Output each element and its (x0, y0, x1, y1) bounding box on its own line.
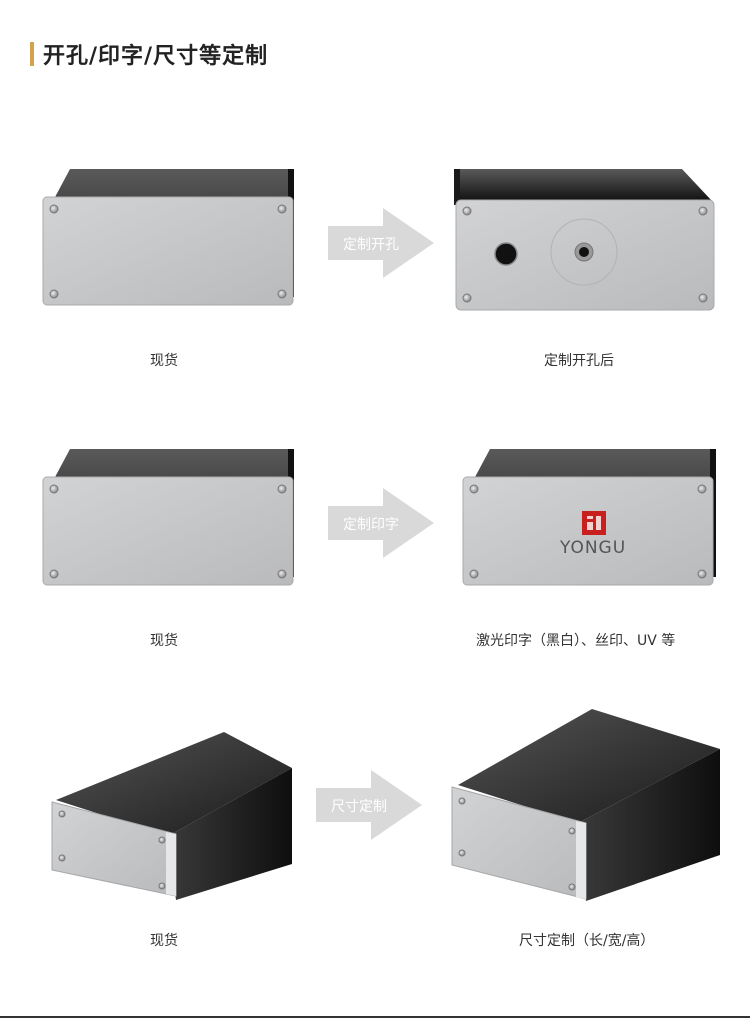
right-caption: 尺寸定制（长/宽/高） (519, 933, 655, 949)
arrow-right-icon (316, 770, 422, 840)
custom-size-enclosure-image (451, 709, 720, 901)
page-title: 开孔/印字/尺寸等定制 (43, 44, 269, 69)
left-caption: 现货 (150, 353, 178, 369)
arrow-label: 尺寸定制 (331, 799, 387, 815)
drilled-enclosure-image (454, 169, 715, 311)
arrow-label: 定制印字 (343, 517, 399, 533)
brand-logo-text: YONGU (560, 538, 627, 558)
stock-enclosure-image (42, 449, 294, 586)
left-caption: 现货 (150, 933, 178, 949)
stock-enclosure-image (51, 732, 292, 900)
bottom-divider (0, 1016, 750, 1018)
stock-enclosure-image (42, 169, 294, 306)
section-header: 开孔/印字/尺寸等定制 (30, 38, 268, 70)
right-caption: 定制开孔后 (544, 353, 614, 369)
printed-enclosure-image (462, 449, 716, 586)
arrow-right-icon (328, 488, 434, 558)
arrow-right-icon (328, 208, 434, 278)
right-caption: 激光印字（黑白）、丝印、UV 等 (476, 633, 676, 649)
arrow-label: 定制开孔 (343, 237, 399, 253)
left-caption: 现货 (150, 633, 178, 649)
title-accent-bar (30, 42, 34, 66)
